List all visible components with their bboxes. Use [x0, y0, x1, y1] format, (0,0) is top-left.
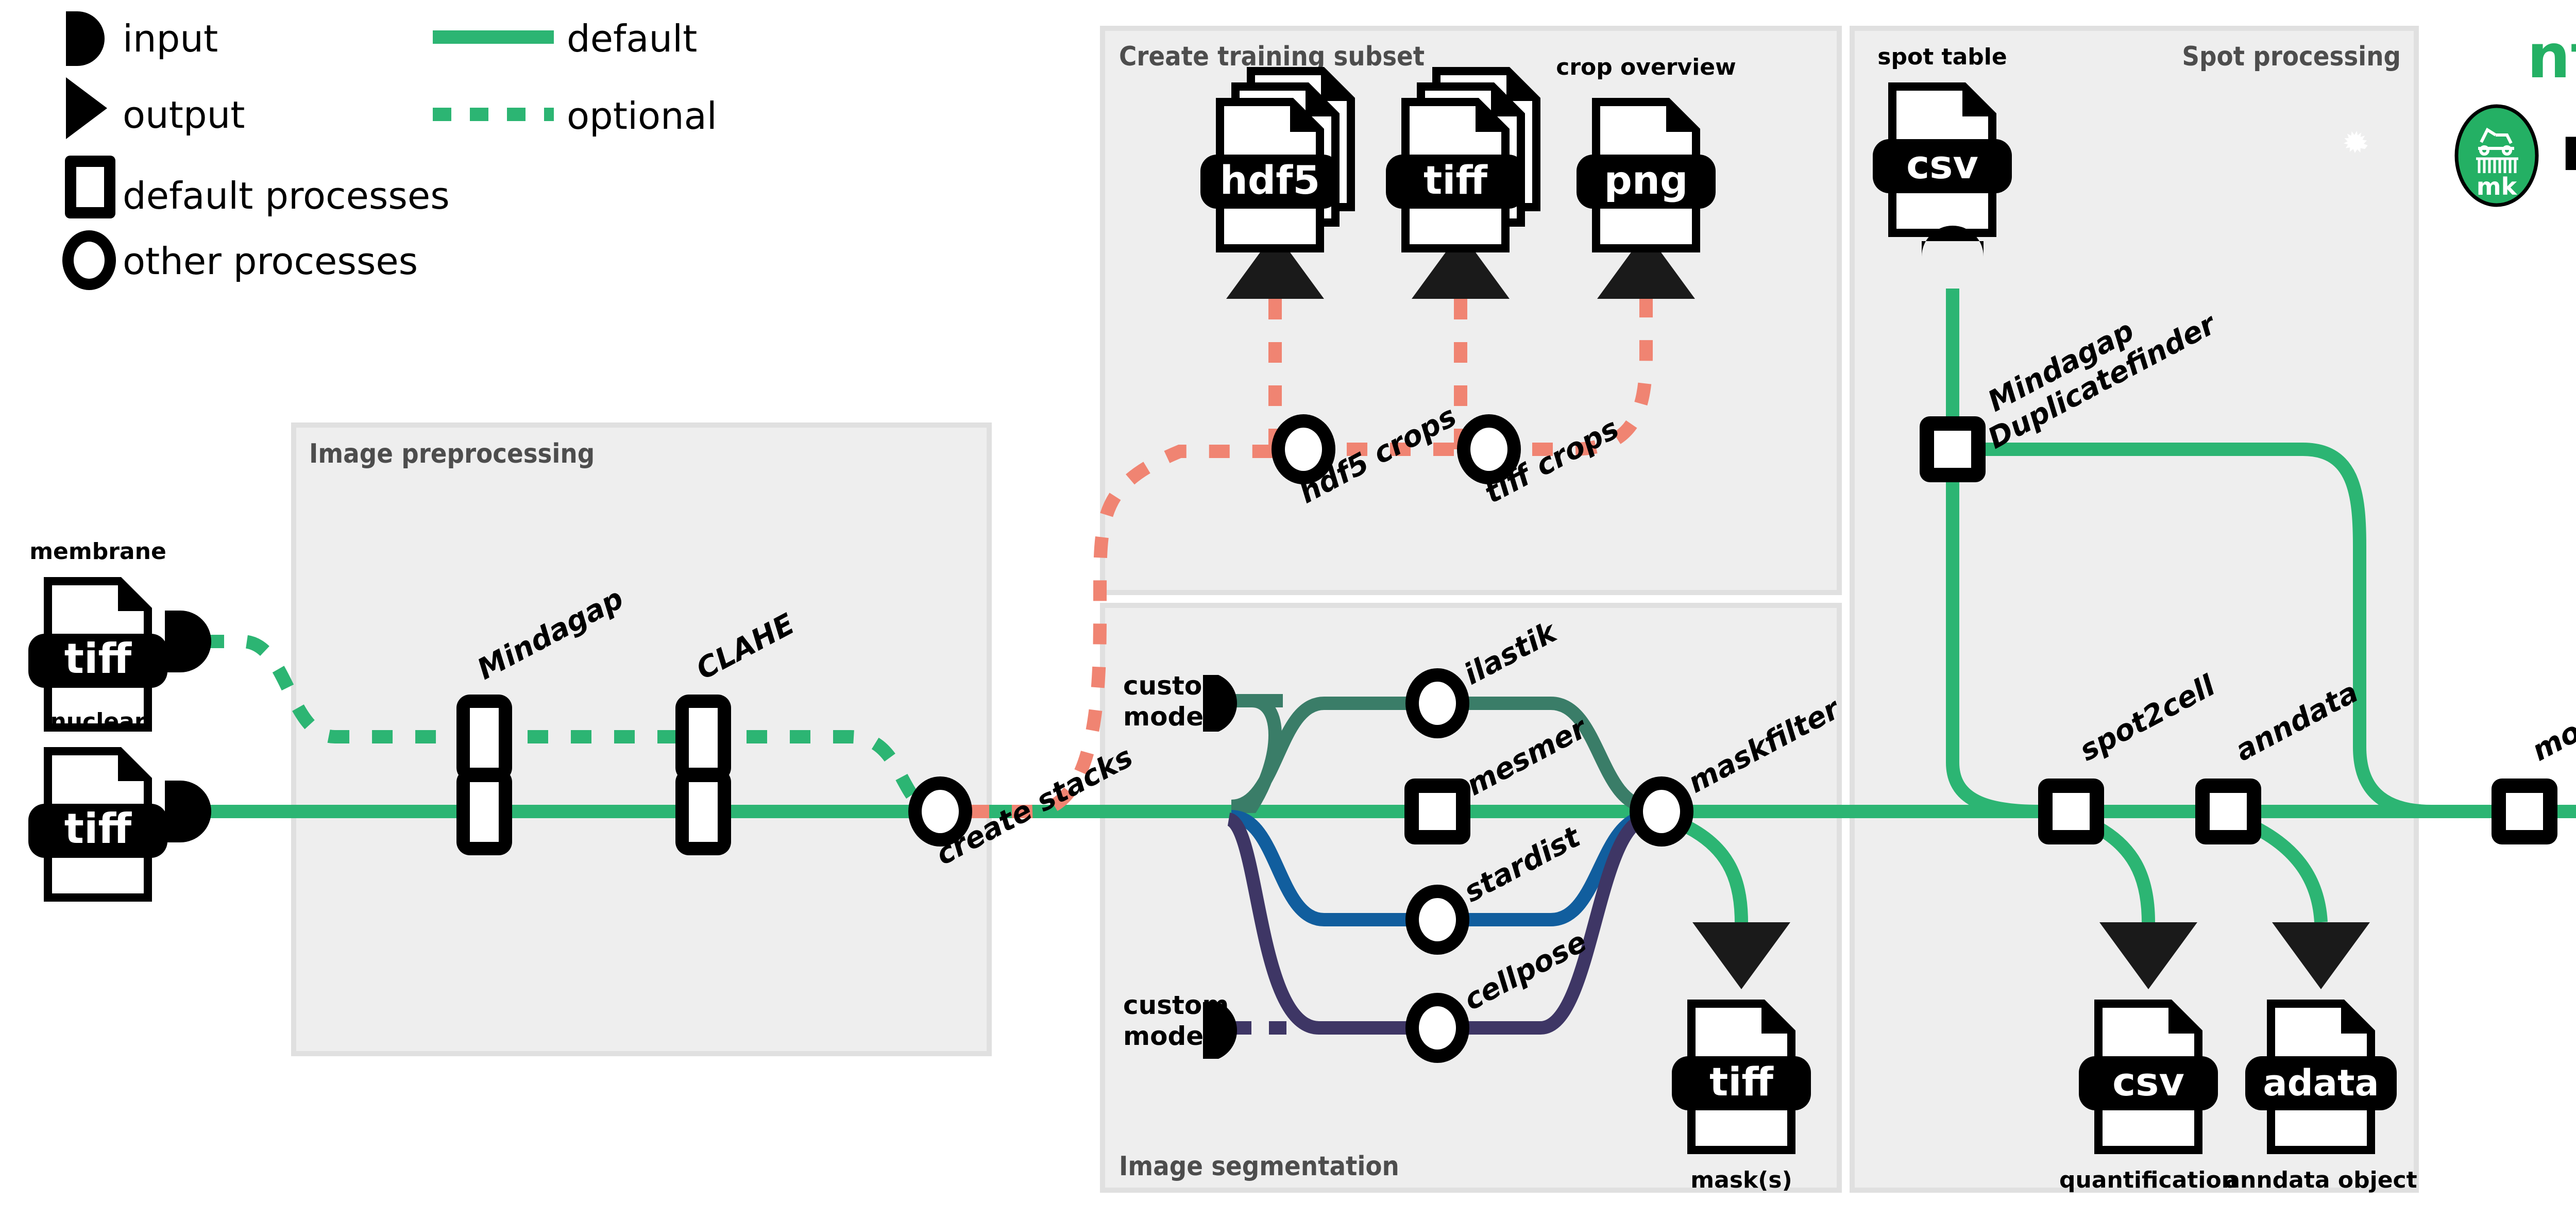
input-connector-spot-table — [1922, 226, 1984, 257]
file-icon-tiffcrops: tiff — [1386, 67, 1540, 252]
edge-anndata-to-adata — [2246, 818, 2328, 923]
file-icon-spot-table: csv — [1873, 82, 2012, 237]
custom-model-label-cellpose-2: model — [1123, 1021, 1212, 1051]
edge-membrane-optional — [204, 635, 484, 743]
process-node-molkartqc[interactable] — [2492, 779, 2557, 844]
output-triangles — [1226, 232, 2370, 989]
legend-label-default-processes: default processes — [123, 174, 450, 217]
file-icon-membrane: tiff — [28, 577, 167, 732]
process-node-mindagap[interactable] — [456, 695, 512, 855]
file-label-crop-overview: crop overview — [1556, 54, 1736, 80]
process-node-stardist[interactable] — [1405, 885, 1469, 955]
process-node-hdf5-crops[interactable] — [1272, 414, 1335, 484]
process-node-tiff-crops[interactable] — [1457, 414, 1521, 484]
edge-branch-stardist — [1230, 810, 1437, 926]
process-node-mindagap-duplicatefinder[interactable] — [1920, 416, 1986, 482]
file-ext-spot-table: csv — [1906, 142, 1978, 188]
legend-output-triangle-icon — [66, 77, 107, 139]
edge-dupfinder-down — [1946, 449, 2041, 818]
process-node-cellpose[interactable] — [1405, 993, 1469, 1063]
custom-model-label-ilastik-2: model — [1123, 702, 1212, 732]
input-connector-custom-model-ilastik — [1203, 675, 1238, 732]
process-node-anndata[interactable] — [2195, 779, 2261, 844]
legend-label-other-processes: other processes — [123, 240, 418, 283]
edge-custommodel-ilastik-drop — [1231, 694, 1282, 813]
file-ext-png: png — [1604, 157, 1688, 203]
file-icon-hdf5: hdf5 — [1200, 67, 1355, 252]
file-ext-anndata-object: adata — [2263, 1062, 2379, 1104]
logo-badge-text: mk — [2477, 173, 2518, 200]
file-label-spot-table: spot table — [1877, 44, 2007, 70]
panel-title-spot-processing: Spot processing — [2182, 41, 2401, 72]
process-label-molkartqc: molkartqc — [2527, 661, 2576, 768]
process-node-ilastik[interactable] — [1405, 668, 1469, 738]
edge-tiffcrops-to-cropoverview — [1489, 299, 1653, 456]
legend-label-output: output — [123, 93, 245, 137]
file-label-membrane: membrane — [29, 538, 166, 565]
output-triangle-masks — [1692, 922, 1790, 989]
edge-dupfinder-right — [1953, 443, 2432, 818]
output-triangle-tiff — [1412, 232, 1510, 299]
file-ext-nuclear: tiff — [64, 805, 132, 853]
process-node-maskfilter[interactable] — [1630, 776, 1693, 847]
legend-label-input: input — [123, 17, 218, 60]
process-node-mesmer[interactable] — [1404, 779, 1470, 844]
file-label-quantification: quantification — [2059, 1167, 2238, 1193]
logo-text-molkart: molkart — [2561, 113, 2576, 184]
file-icon-nuclear: tiff — [28, 747, 167, 902]
file-icon-anndata-object: adata — [2245, 1000, 2397, 1154]
legend-label-line-default: default — [567, 17, 697, 60]
file-ext-hdf5: hdf5 — [1220, 157, 1320, 203]
file-label-anndata-object: anndata object — [2225, 1167, 2417, 1193]
legend-label-line-optional: optional — [567, 94, 717, 138]
edge-spot2cell-to-quant — [2089, 818, 2155, 923]
edge-branch-cellpose — [1226, 813, 1437, 1035]
panel-title-image-segmentation: Image segmentation — [1119, 1151, 1399, 1182]
output-triangle-png — [1597, 232, 1695, 299]
input-connector-membrane — [165, 611, 211, 672]
file-ext-tiffcrops: tiff — [1423, 157, 1488, 203]
legend-square-node-icon — [65, 156, 115, 218]
legend-input-connector-icon — [66, 11, 105, 66]
file-icon-quantification: csv — [2079, 1000, 2218, 1154]
file-label-nuclear: nuclear — [50, 708, 145, 735]
panel-title-image-preprocessing: Image preprocessing — [309, 438, 595, 469]
output-triangle-quant — [2099, 922, 2197, 989]
logo-text-nf: nf-core/ — [2527, 21, 2576, 92]
process-node-clahe[interactable] — [675, 695, 731, 855]
file-icon-png: png — [1577, 98, 1716, 252]
edge-branch-ilastik-return — [1437, 697, 1650, 813]
legend-circle-node-icon — [62, 230, 116, 290]
process-node-spot2cell[interactable] — [2038, 779, 2104, 844]
process-node-create-stacks[interactable] — [908, 776, 972, 847]
file-label-masks: mask(s) — [1690, 1167, 1792, 1193]
file-ext-quantification: csv — [2112, 1059, 2184, 1105]
molkart-badge-icon: mk — [2343, 104, 2539, 207]
output-triangle-hdf5 — [1226, 232, 1324, 299]
input-connector-nuclear — [165, 781, 211, 842]
file-icon-masks: tiff — [1672, 1000, 1811, 1154]
edge-maskfilter-to-masks — [1679, 818, 1748, 923]
nf-core-logo: nf-core/ mk — [2343, 21, 2576, 207]
file-ext-membrane: tiff — [64, 635, 132, 683]
legend: input output default processes other pro… — [62, 11, 717, 290]
input-connector-custom-model-cellpose — [1203, 1002, 1238, 1059]
edge-branch-cellpose-return — [1437, 813, 1648, 1035]
panel-image-preprocessing: Image preprocessing — [291, 422, 992, 1056]
file-ext-masks: tiff — [1709, 1059, 1774, 1105]
output-triangle-adata — [2272, 922, 2370, 989]
